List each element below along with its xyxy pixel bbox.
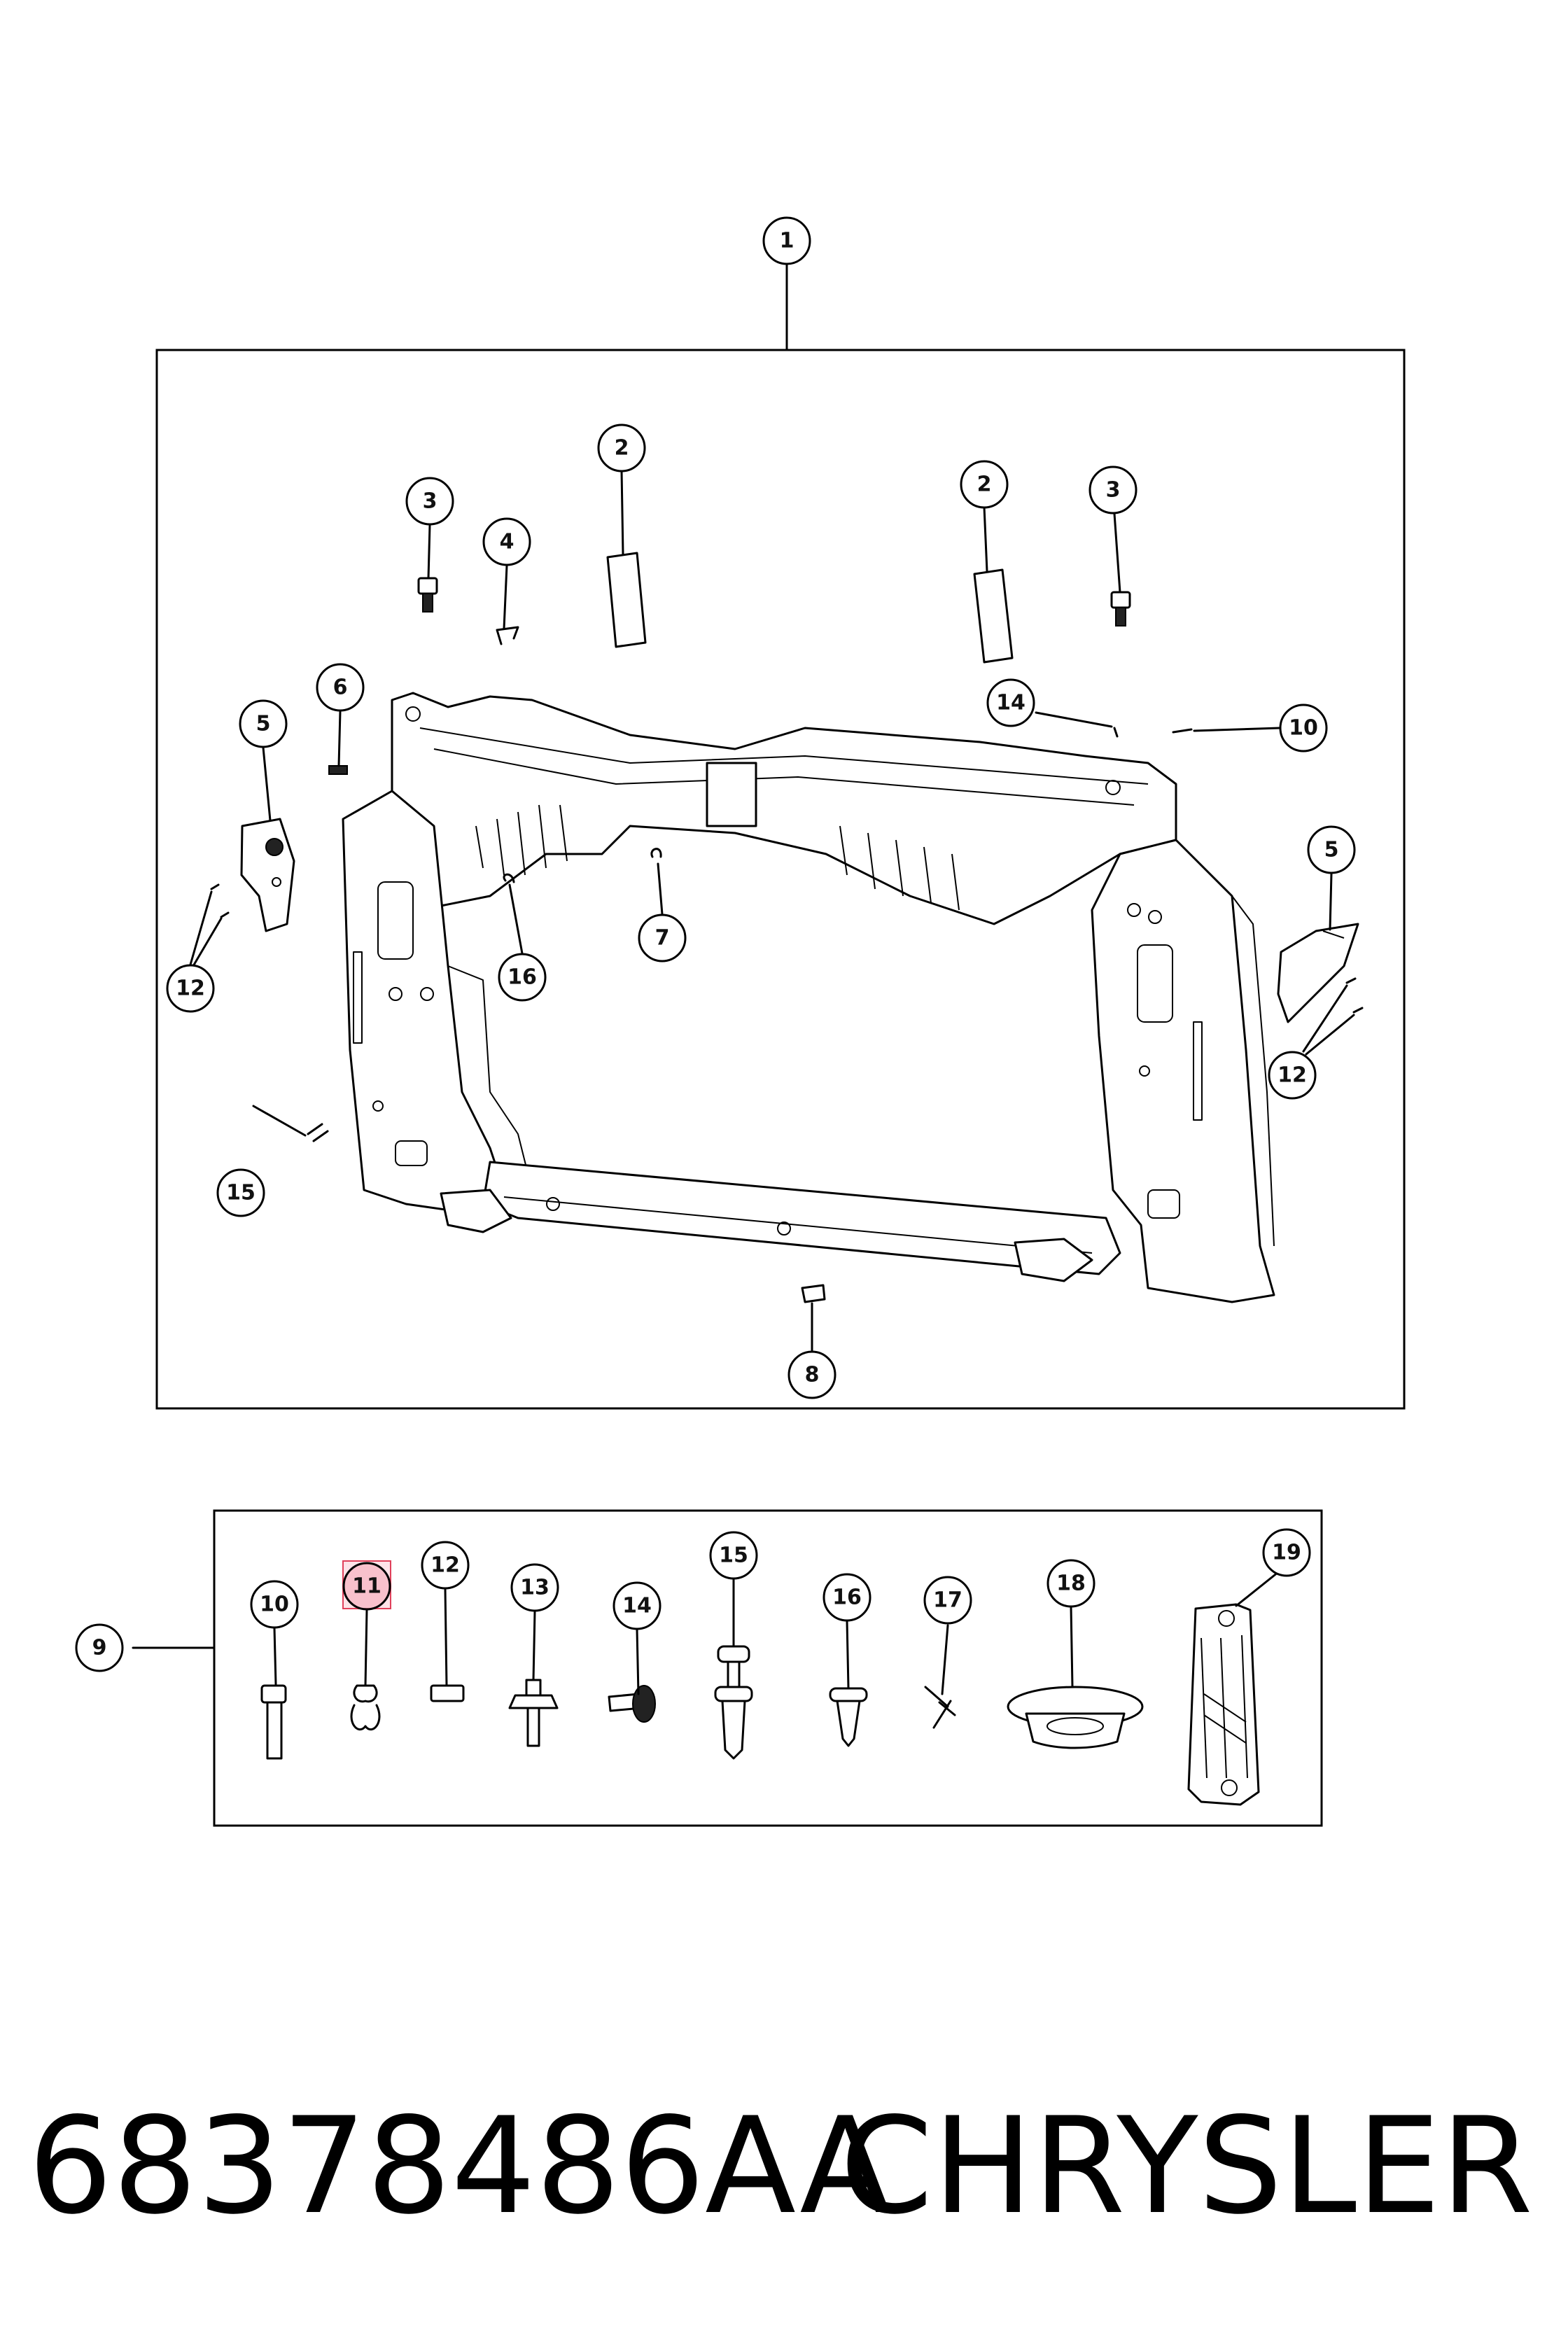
callout-5-left: 5 xyxy=(239,699,288,748)
callout-17-kit: 17 xyxy=(923,1576,972,1625)
svg-text:11: 11 xyxy=(352,1574,382,1599)
callout-19-kit: 19 xyxy=(1262,1528,1311,1577)
callout-8: 8 xyxy=(788,1350,836,1399)
svg-text:10: 10 xyxy=(1289,716,1318,741)
callout-4: 4 xyxy=(482,517,531,566)
brand-label: CHRYSLER xyxy=(840,2089,1533,2244)
part-16-frame xyxy=(503,873,515,883)
svg-text:12: 12 xyxy=(1278,1063,1307,1088)
part-12-right-frame xyxy=(1345,977,1364,1014)
radiator-support-assembly xyxy=(342,692,1275,1303)
svg-text:7: 7 xyxy=(655,926,670,951)
callout-12-right: 12 xyxy=(1268,1051,1317,1100)
svg-text:5: 5 xyxy=(256,712,271,736)
svg-text:14: 14 xyxy=(996,691,1026,715)
callout-12-left: 12 xyxy=(166,964,215,1013)
kit-part-17 xyxy=(924,1686,956,1729)
svg-text:5: 5 xyxy=(1324,838,1339,862)
callout-3-left: 3 xyxy=(405,477,454,526)
part-4 xyxy=(496,626,519,645)
callout-15-kit: 15 xyxy=(709,1531,758,1580)
part-7 xyxy=(650,848,662,858)
svg-text:13: 13 xyxy=(520,1576,550,1600)
svg-text:6: 6 xyxy=(333,676,348,700)
callout-7: 7 xyxy=(638,913,687,962)
svg-text:9: 9 xyxy=(92,1636,107,1660)
callout-15-frame: 15 xyxy=(216,1168,265,1217)
callout-18-kit: 18 xyxy=(1046,1559,1096,1608)
callout-14-kit: 14 xyxy=(612,1581,662,1630)
svg-text:19: 19 xyxy=(1272,1541,1301,1565)
callout-11-kit-highlighted: 11 xyxy=(342,1560,391,1611)
callout-5-right: 5 xyxy=(1307,825,1356,874)
callout-10-kit: 10 xyxy=(250,1580,299,1629)
part-12-left-frame xyxy=(210,883,230,918)
kit-part-15 xyxy=(714,1645,753,1760)
part-2-left xyxy=(606,552,647,648)
svg-text:18: 18 xyxy=(1056,1572,1086,1596)
assembly-frame-box xyxy=(155,349,1406,1410)
callout-16-kit: 16 xyxy=(822,1573,872,1622)
svg-text:15: 15 xyxy=(226,1181,255,1205)
callout-10-frame: 10 xyxy=(1279,704,1328,752)
svg-text:16: 16 xyxy=(832,1586,862,1610)
kit-part-18 xyxy=(1007,1686,1144,1749)
callout-1: 1 xyxy=(762,216,811,265)
part-5-right xyxy=(1277,923,1359,1023)
hardware-kit-box xyxy=(213,1509,1323,1827)
part-3-left xyxy=(417,577,438,612)
callout-6: 6 xyxy=(316,663,365,712)
kit-part-13 xyxy=(508,1679,559,1747)
svg-text:17: 17 xyxy=(933,1588,962,1613)
part-8 xyxy=(801,1284,826,1303)
svg-text:3: 3 xyxy=(423,489,438,514)
svg-text:12: 12 xyxy=(176,976,205,1001)
kit-part-19 xyxy=(1187,1603,1260,1806)
leader-lines-kit xyxy=(273,1571,1280,1695)
part-3-right xyxy=(1110,591,1131,626)
svg-text:2: 2 xyxy=(615,436,629,461)
callout-3-right: 3 xyxy=(1088,465,1138,514)
part-10-frame xyxy=(1172,728,1193,734)
callout-14-frame: 14 xyxy=(986,678,1035,727)
svg-text:10: 10 xyxy=(260,1592,289,1617)
callout-9: 9 xyxy=(75,1623,124,1672)
svg-text:14: 14 xyxy=(622,1594,652,1618)
leader-lines-main xyxy=(189,469,1355,1352)
part-number-label: 68378486AA xyxy=(28,2089,890,2244)
svg-text:15: 15 xyxy=(719,1544,748,1568)
kit-part-10 xyxy=(260,1684,287,1760)
callout-2-right: 2 xyxy=(960,460,1009,509)
callout-2-left: 2 xyxy=(597,424,646,472)
part-5-left xyxy=(240,818,295,932)
callout-13-kit: 13 xyxy=(510,1563,559,1612)
svg-text:16: 16 xyxy=(507,965,537,990)
kit-part-14 xyxy=(608,1685,656,1723)
callout-16-frame: 16 xyxy=(498,953,547,1002)
svg-text:1: 1 xyxy=(780,229,794,253)
svg-text:12: 12 xyxy=(430,1553,460,1578)
svg-text:3: 3 xyxy=(1106,478,1121,503)
callout-12-kit: 12 xyxy=(421,1541,470,1590)
kit-part-11 xyxy=(350,1684,381,1731)
part-2-right xyxy=(973,568,1014,664)
kit-part-12 xyxy=(430,1684,465,1702)
svg-text:4: 4 xyxy=(500,530,514,554)
part-6 xyxy=(328,765,348,775)
svg-text:8: 8 xyxy=(805,1363,820,1387)
svg-text:2: 2 xyxy=(977,472,992,497)
part-15-frame xyxy=(307,1123,329,1142)
kit-part-16 xyxy=(829,1687,868,1747)
part-14-frame xyxy=(1113,727,1119,738)
